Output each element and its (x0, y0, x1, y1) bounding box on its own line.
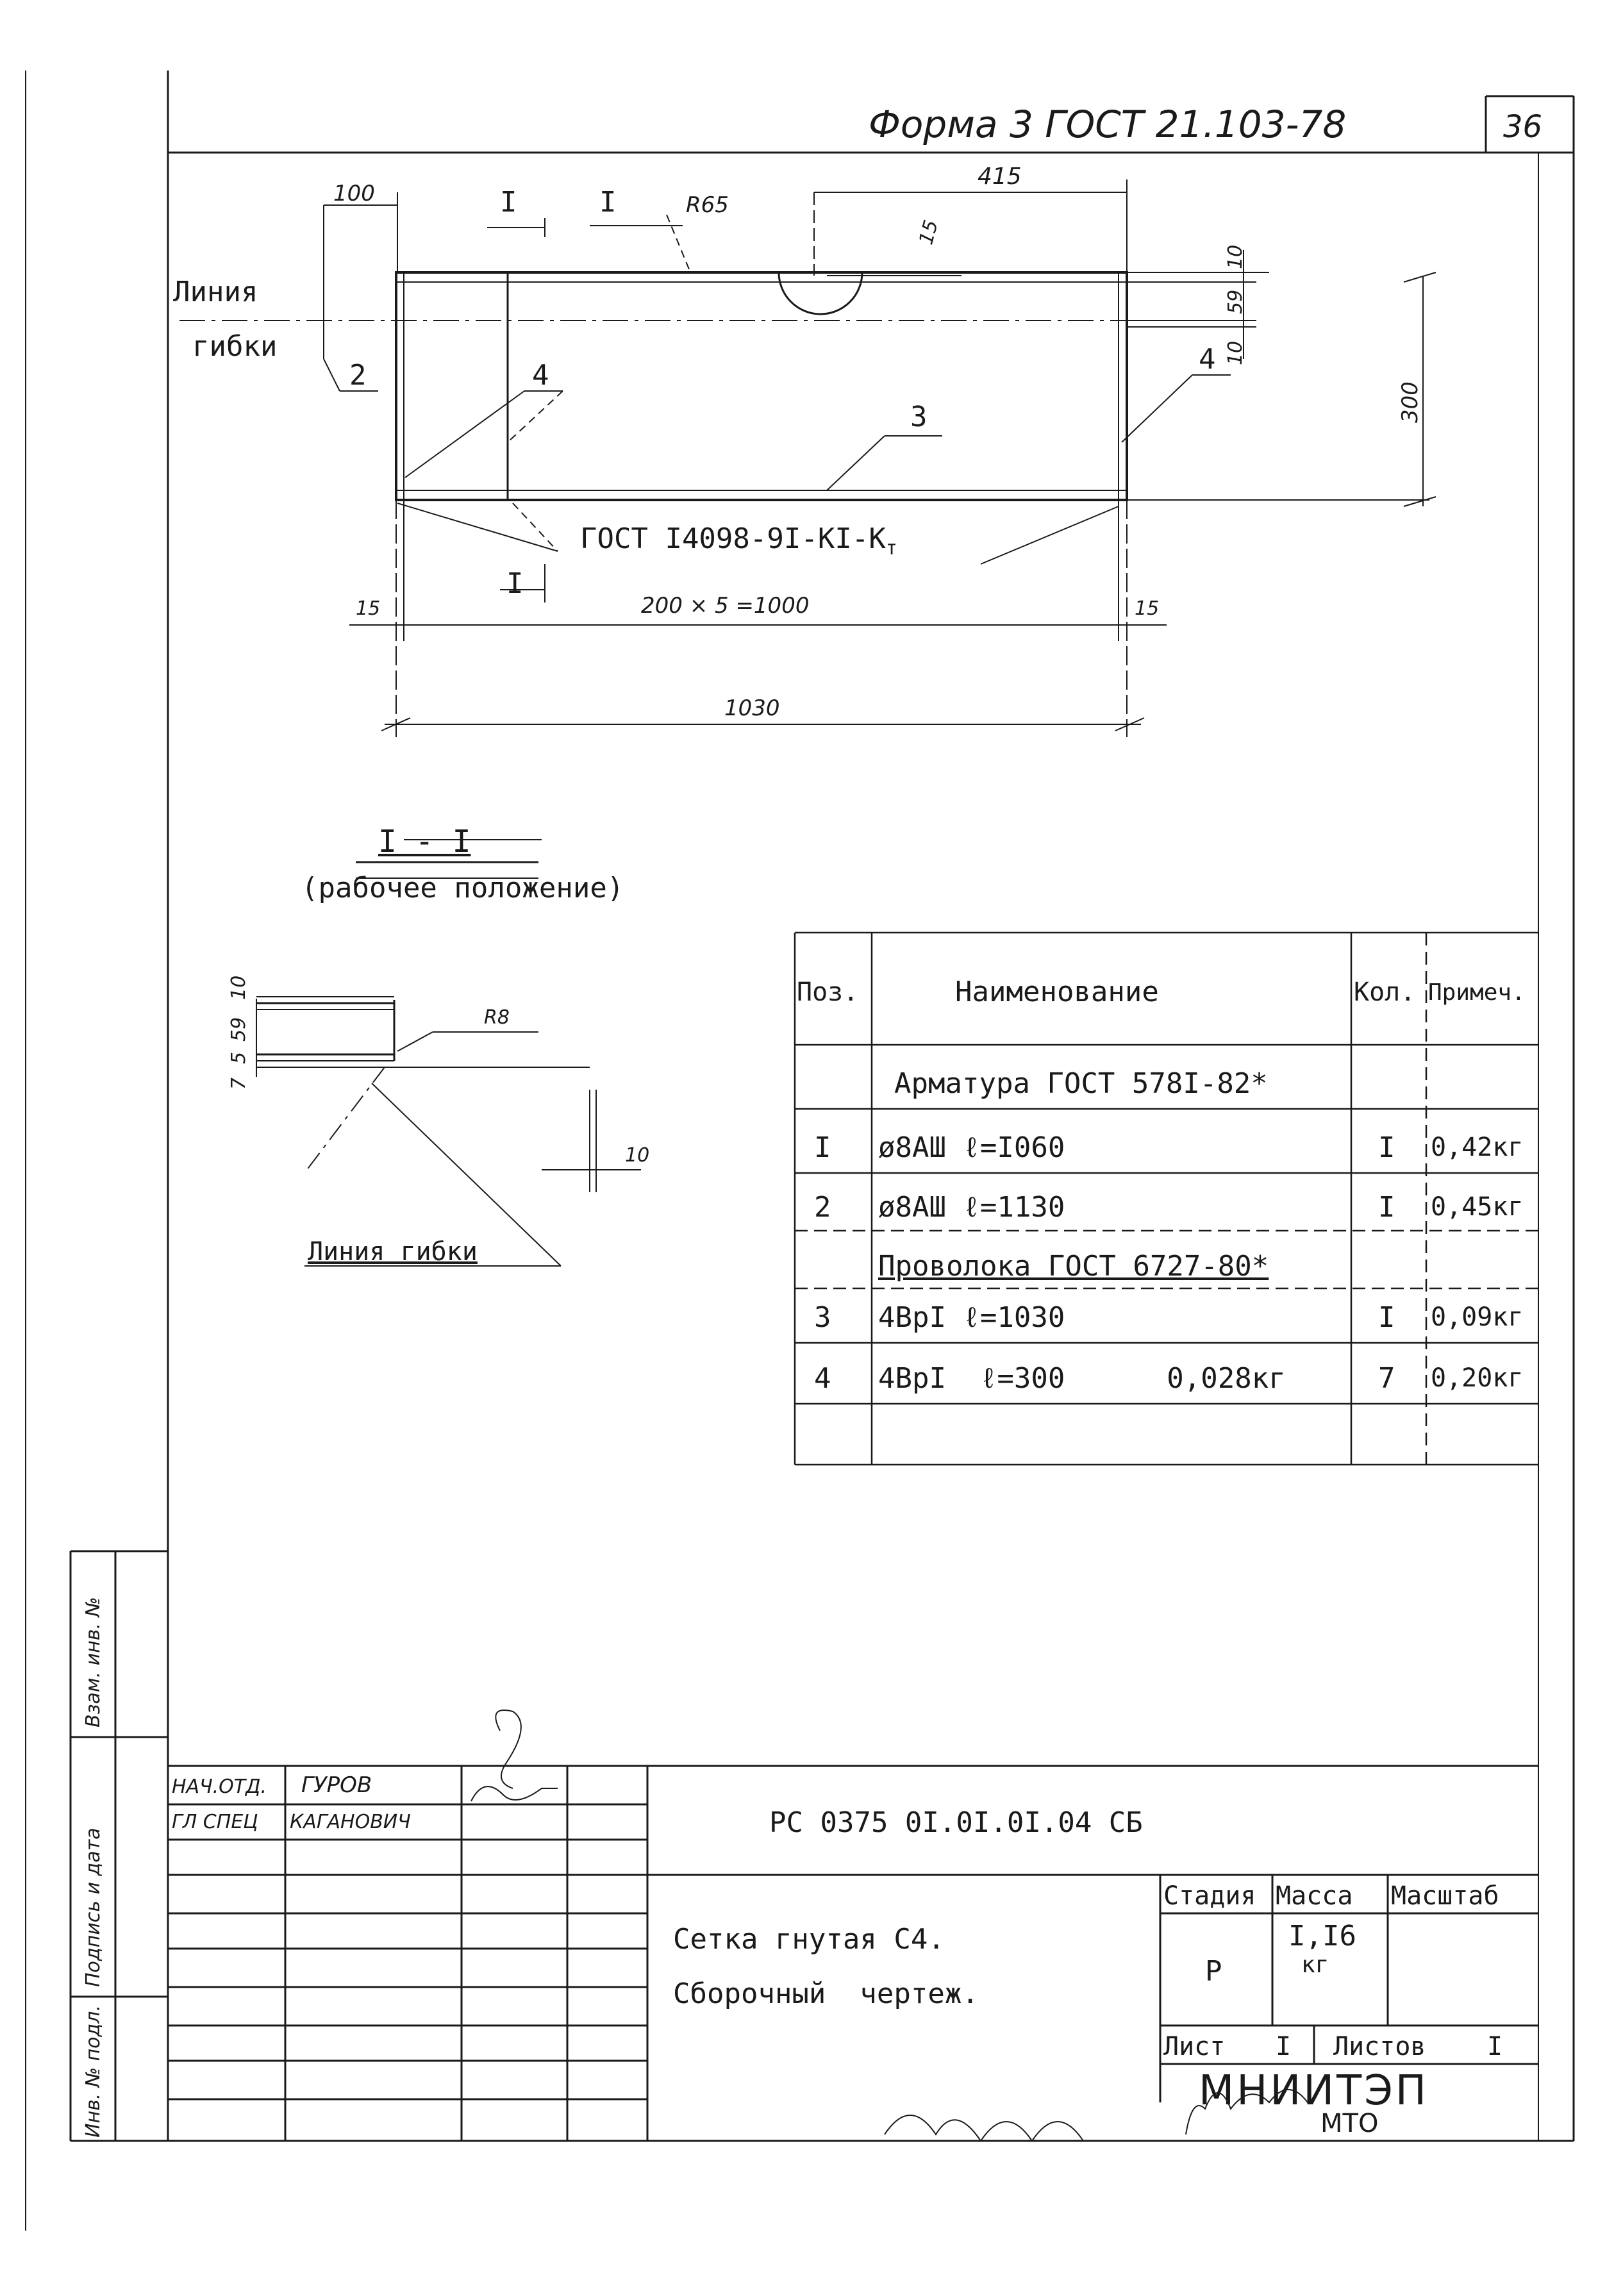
dim-r65: R65 (686, 192, 729, 218)
spec-row-pos: 2 (814, 1191, 831, 1224)
spec-row-note: 0,45кг (1431, 1192, 1524, 1222)
spec-row-name: 4ВрI ℓ=300 0,028кг (878, 1362, 1286, 1395)
sec-dim-5: 5 (228, 1051, 250, 1064)
sec-dim-10-right: 10 (625, 1144, 650, 1167)
spec-row-qty: I (1378, 1191, 1395, 1224)
spec-row-qty: I (1378, 1301, 1395, 1334)
gost-mesh-designation: ГОСТ I4098-9I-KI-Kт (580, 522, 897, 560)
dim-1030: 1030 (724, 695, 780, 721)
dim-415: 415 (978, 163, 1022, 190)
tb-mass-unit: кг (1301, 1952, 1329, 1978)
tb-scale-header: Масштаб (1391, 1881, 1499, 1911)
spec-row-note: 0,20кг (1431, 1363, 1524, 1393)
sheet-number: 36 (1503, 109, 1543, 145)
dim-200x5: 200 × 5 =1000 (641, 593, 810, 619)
tb-mass-value: I,I6 (1288, 1920, 1356, 1952)
tb-sheets-label: Листов (1333, 2032, 1426, 2061)
tb-organization-sub: МТО (1320, 2109, 1379, 2138)
form-reference: Форма 3 ГОСТ 21.103-78 (869, 103, 1347, 146)
tb-sheet-value: I (1276, 2032, 1292, 2061)
spec-header-qty: Кол. (1354, 977, 1416, 1007)
dim-300: 300 (1397, 381, 1423, 423)
dim-100: 100 (333, 181, 375, 206)
position-4-right: 4 (1199, 343, 1216, 376)
section-mark-a: I (500, 186, 517, 219)
dim-59: 59 (1224, 289, 1247, 314)
tb-doc-code: РС 0375 0I.0I.0I.04 СБ (769, 1806, 1143, 1839)
dim-10-b: 10 (1224, 340, 1247, 365)
stamp-vzam-inv: Взам. инв. № (82, 1597, 104, 1727)
bend-line-label-2: гибки (192, 330, 278, 363)
dim-15-left: 15 (356, 597, 381, 620)
sec-bend-label: Линия гибки (308, 1237, 478, 1267)
sec-dim-7: 7 (228, 1077, 250, 1090)
spec-header-note: Примеч. (1428, 979, 1526, 1006)
section-mark-b: I (599, 186, 617, 219)
spec-row-name: Арматура ГОСТ 578I-82* (894, 1067, 1268, 1100)
tb-name-2: КАГАНОВИЧ (290, 1811, 411, 1833)
stamp-inv-podl: Инв. № подл. (82, 2005, 104, 2138)
spec-row-qty: I (1378, 1131, 1395, 1164)
bend-line-label-1: Линия (173, 276, 258, 308)
spec-row-note: 0,09кг (1431, 1302, 1524, 1332)
tb-role-1: НАЧ.ОТД. (172, 1776, 267, 1798)
tb-organization: МНИИТЭП (1199, 2067, 1429, 2115)
sec-dim-r8: R8 (484, 1006, 510, 1029)
spec-row-name: 4ВрI ℓ=1030 (878, 1301, 1065, 1334)
tb-role-2: ГЛ СПЕЦ (172, 1811, 258, 1833)
sec-dim-59: 59 (228, 1017, 250, 1042)
position-4-left: 4 (532, 359, 549, 392)
tb-stage-value: Р (1205, 1955, 1222, 1988)
section-subtitle: (рабочее положение) (301, 872, 624, 904)
spec-row-pos: 3 (814, 1301, 831, 1334)
spec-header-name: Наименование (955, 976, 1159, 1008)
spec-row-name: Проволока ГОСТ 6727-80* (878, 1250, 1269, 1283)
spec-row-qty: 7 (1378, 1362, 1395, 1395)
spec-header-pos: Поз. (797, 977, 859, 1007)
position-3: 3 (910, 401, 928, 433)
sec-dim-10: 10 (228, 975, 250, 1000)
tb-title-line-2: Сборочный чертеж. (673, 1977, 979, 2010)
spec-row-name: ø8АШ ℓ=1130 (878, 1191, 1065, 1224)
tb-stage-header: Стадия (1163, 1881, 1256, 1911)
spec-row-name: ø8АШ ℓ=I060 (878, 1131, 1065, 1164)
dim-10-a: 10 (1224, 244, 1247, 269)
spec-row-pos: I (814, 1131, 831, 1164)
section-mark-c: I (506, 567, 524, 600)
spec-row-note: 0,42кг (1431, 1133, 1524, 1162)
spec-row-pos: 4 (814, 1362, 831, 1395)
position-2: 2 (349, 359, 367, 392)
tb-sheets-value: I (1487, 2032, 1503, 2061)
tb-sheet-label: Лист (1163, 2032, 1226, 2061)
tb-mass-header: Масса (1276, 1881, 1353, 1911)
tb-name-1: ГУРОВ (301, 1772, 372, 1798)
dim-15-right: 15 (1135, 597, 1160, 620)
section-title: I - I (378, 824, 471, 860)
stamp-podpis-data: Подпись и дата (82, 1827, 104, 1988)
tb-title-line-1: Сетка гнутая С4. (673, 1923, 945, 1956)
